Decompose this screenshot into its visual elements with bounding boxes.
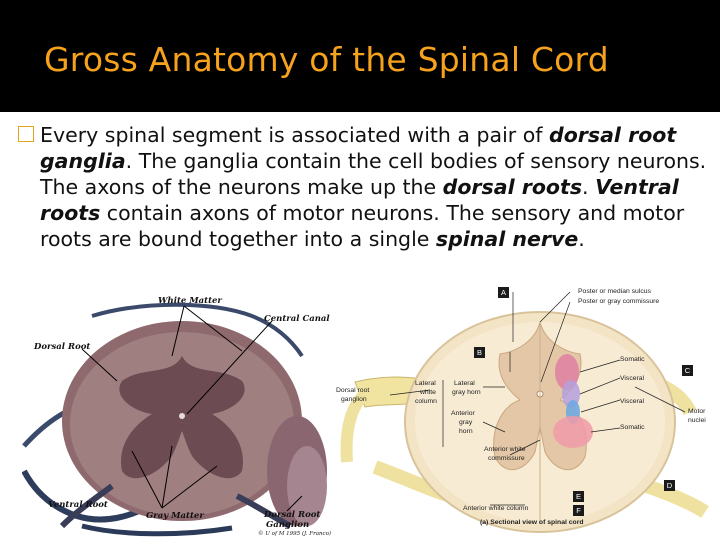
body-text-3: . (582, 175, 596, 199)
box-label-b: B (474, 347, 485, 358)
body-emphasis-dorsal-roots: dorsal roots (442, 175, 583, 199)
box-label-c: C (682, 365, 693, 376)
slide-body-text: Every spinal segment is associated with … (40, 122, 710, 252)
label-dorsal-root: Dorsal Root (34, 342, 91, 352)
label-motor-nuclei-line2: nuclei (688, 417, 706, 424)
label-ganglion-line2: Ganglion (266, 520, 310, 530)
label-lateral-white-column-line1: Lateral (415, 380, 436, 387)
label-lateral-white-column-line2: white (420, 389, 436, 396)
body-text-4: contain axons of motor neurons. The sens… (40, 201, 685, 251)
body-emphasis-spinal-nerve: spinal nerve (435, 227, 579, 251)
label-anterior-white-commissure-line2: commissure (488, 455, 525, 462)
label-copyright: © U of M 1995 (J. Franco) (258, 531, 332, 537)
body-text-2: . The ganglia contain the cell bodies of… (40, 149, 707, 199)
label-anterior-gray-horn-line1: Anterior (451, 410, 475, 417)
label-somatic-bottom: Somatic (620, 424, 645, 431)
body-text-5: . (578, 227, 585, 251)
label-dorsal-root-ganglion-line2: ganglion (341, 396, 367, 403)
label-lateral-gray-horn-line1: Lateral (454, 380, 475, 387)
label-anterior-white-column: Anterior white column (463, 505, 529, 512)
label-white-matter: White Matter (158, 296, 222, 306)
box-label-f: F (573, 505, 584, 516)
label-central-canal: Central Canal (264, 314, 330, 324)
spinal-cord-histology-image (22, 296, 327, 540)
slide-title: Gross Anatomy of the Spinal Cord (44, 40, 609, 79)
bullet-icon (18, 126, 34, 142)
box-label-a: A (498, 287, 509, 298)
title-bar (0, 0, 720, 112)
body-text-1: Every spinal segment is associated with … (40, 123, 550, 147)
label-anterior-gray-horn-line2: gray (459, 419, 473, 426)
label-visceral-bottom: Visceral (620, 398, 645, 405)
label-anterior-white-commissure-line1: Anterior white (484, 446, 526, 453)
spinal-cord-section-diagram (340, 291, 709, 533)
label-ganglion-line1: Dorsal Root (264, 510, 321, 520)
diagram-caption: (a) Sectional view of spinal cord (480, 519, 584, 526)
box-label-e: E (573, 491, 584, 502)
label-posterior-median-sulcus: Poster or median sulcus (578, 288, 651, 295)
label-motor-nuclei-line1: Motor (688, 408, 706, 415)
label-somatic-top: Somatic (620, 356, 645, 363)
box-label-d: D (664, 480, 675, 491)
label-dorsal-root-ganglion-line1: Dorsal root (336, 387, 370, 394)
label-gray-matter: Gray Matter (146, 511, 204, 521)
label-anterior-gray-horn-line3: horn (459, 428, 473, 435)
body-emphasis-ventral-roots: Ventral roots (40, 175, 679, 225)
label-visceral-top: Visceral (620, 375, 645, 382)
label-ventral-root: Ventral Root (48, 500, 108, 510)
label-lateral-gray-horn-line2: gray horn (452, 389, 481, 396)
body-emphasis-dorsal-root-ganglia: dorsal root ganglia (40, 123, 677, 173)
label-posterior-gray-commissure: Poster or gray commissure (578, 298, 660, 305)
label-lateral-white-column-line3: column (415, 398, 437, 405)
